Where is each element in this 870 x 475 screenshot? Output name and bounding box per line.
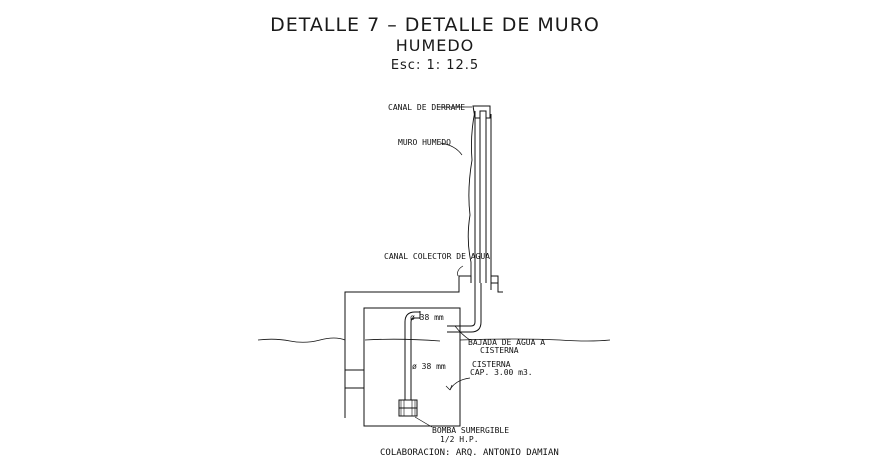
- drawing-subtitle: HUMEDO: [395, 36, 475, 55]
- label-bomba-1: BOMBA SUMERGIBLE: [432, 426, 510, 435]
- pump-pipe: [404, 311, 420, 400]
- label-pipe-lower: ø 38 mm: [412, 362, 446, 371]
- overflow-channel: [472, 105, 491, 119]
- leader-muro-humedo: [439, 142, 463, 156]
- drawing-title: DETALLE 7 – DETALLE DE MURO: [270, 14, 600, 36]
- label-canal-derrame: CANAL DE DERRAME: [388, 103, 466, 112]
- wet-wall-panel: [467, 110, 476, 283]
- label-colaboracion: COLABORACION: ARQ. ANTONIO DAMIAN: [380, 448, 559, 458]
- drawing-scale: Esc: 1: 12.5: [390, 58, 480, 73]
- collector-channel: [458, 275, 499, 284]
- cistern-tank: [363, 307, 461, 427]
- label-cisterna-2: CAP. 3.00 m3.: [470, 368, 533, 377]
- label-pipe-upper: ø 38 mm: [410, 313, 444, 322]
- label-bajada-1: BAJADA DE AGUA A: [468, 338, 546, 347]
- label-cisterna-1: CISTERNA: [472, 360, 511, 369]
- label-bomba-2: 1/2 H.P.: [440, 435, 479, 444]
- label-muro-humedo: MURO HUMEDO: [398, 138, 451, 147]
- leader-bomba: [414, 416, 433, 428]
- leader-bajada: [454, 325, 471, 341]
- wall-top-block: [344, 283, 503, 418]
- ground-line: [257, 337, 611, 343]
- downpipe: [447, 283, 482, 333]
- label-bajada-2: CISTERNA: [480, 346, 519, 355]
- label-canal-colector: CANAL COLECTOR DE AGUA: [384, 252, 490, 261]
